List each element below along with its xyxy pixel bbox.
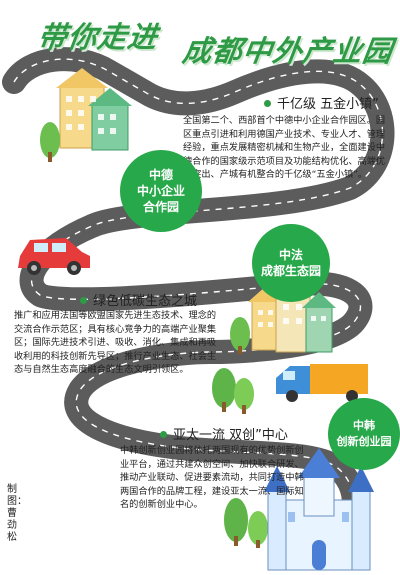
red-car-icon xyxy=(18,238,90,275)
bubble-korea-label: 中韩 创新创业园 xyxy=(336,419,392,448)
section3-body: 中韩创新创业园将依托两国现有的优势创新创业平台，通过共建众创空间、加快联合研发、… xyxy=(120,445,304,511)
bullet-icon xyxy=(264,100,271,107)
section3-heading: 亚太一流 双创”中心 xyxy=(160,424,288,443)
bubble-korea: 中韩 创新创业园 xyxy=(328,398,400,470)
section2-heading-text: 绿色低碳生态之城 xyxy=(93,294,198,309)
buildings-germany xyxy=(40,68,132,162)
bullet-icon xyxy=(160,431,167,438)
bullet-icon xyxy=(80,297,87,304)
section1-heading-text: 千亿级 五金小镇” xyxy=(277,97,379,112)
winding-road xyxy=(2,47,395,552)
section1-body: 全国第二个、西部首个中德中小企业合作园区。园区重点引进和利用德国产业技术、专业人… xyxy=(183,115,386,181)
castle-icon xyxy=(264,448,374,571)
bubble-france-label: 中法 成都生态园 xyxy=(260,248,321,278)
title-line1: 带你走进 xyxy=(35,20,161,54)
trees-icon xyxy=(212,368,268,548)
truck-icon xyxy=(276,364,368,402)
title-line2: 成都中外产业园 xyxy=(180,34,396,68)
section2-heading: 绿色低碳生态之城 xyxy=(80,290,197,309)
section3-heading-text: 亚太一流 双创”中心 xyxy=(173,428,288,443)
section1-heading: 千亿级 五金小镇” xyxy=(264,93,379,112)
credit-text: 制图：曹劲松 xyxy=(7,484,27,543)
section2-body: 推广和应用法国等欧盟国家先进生态技术、理念的交流合作示范区；具有核心竞争力的高端… xyxy=(14,310,217,376)
bubble-germany: 中德 中小企业 合作园 xyxy=(120,150,202,232)
bubble-france: 中法 成都生态园 xyxy=(252,224,330,302)
bubble-germany-label: 中德 中小企业 合作园 xyxy=(136,168,185,214)
